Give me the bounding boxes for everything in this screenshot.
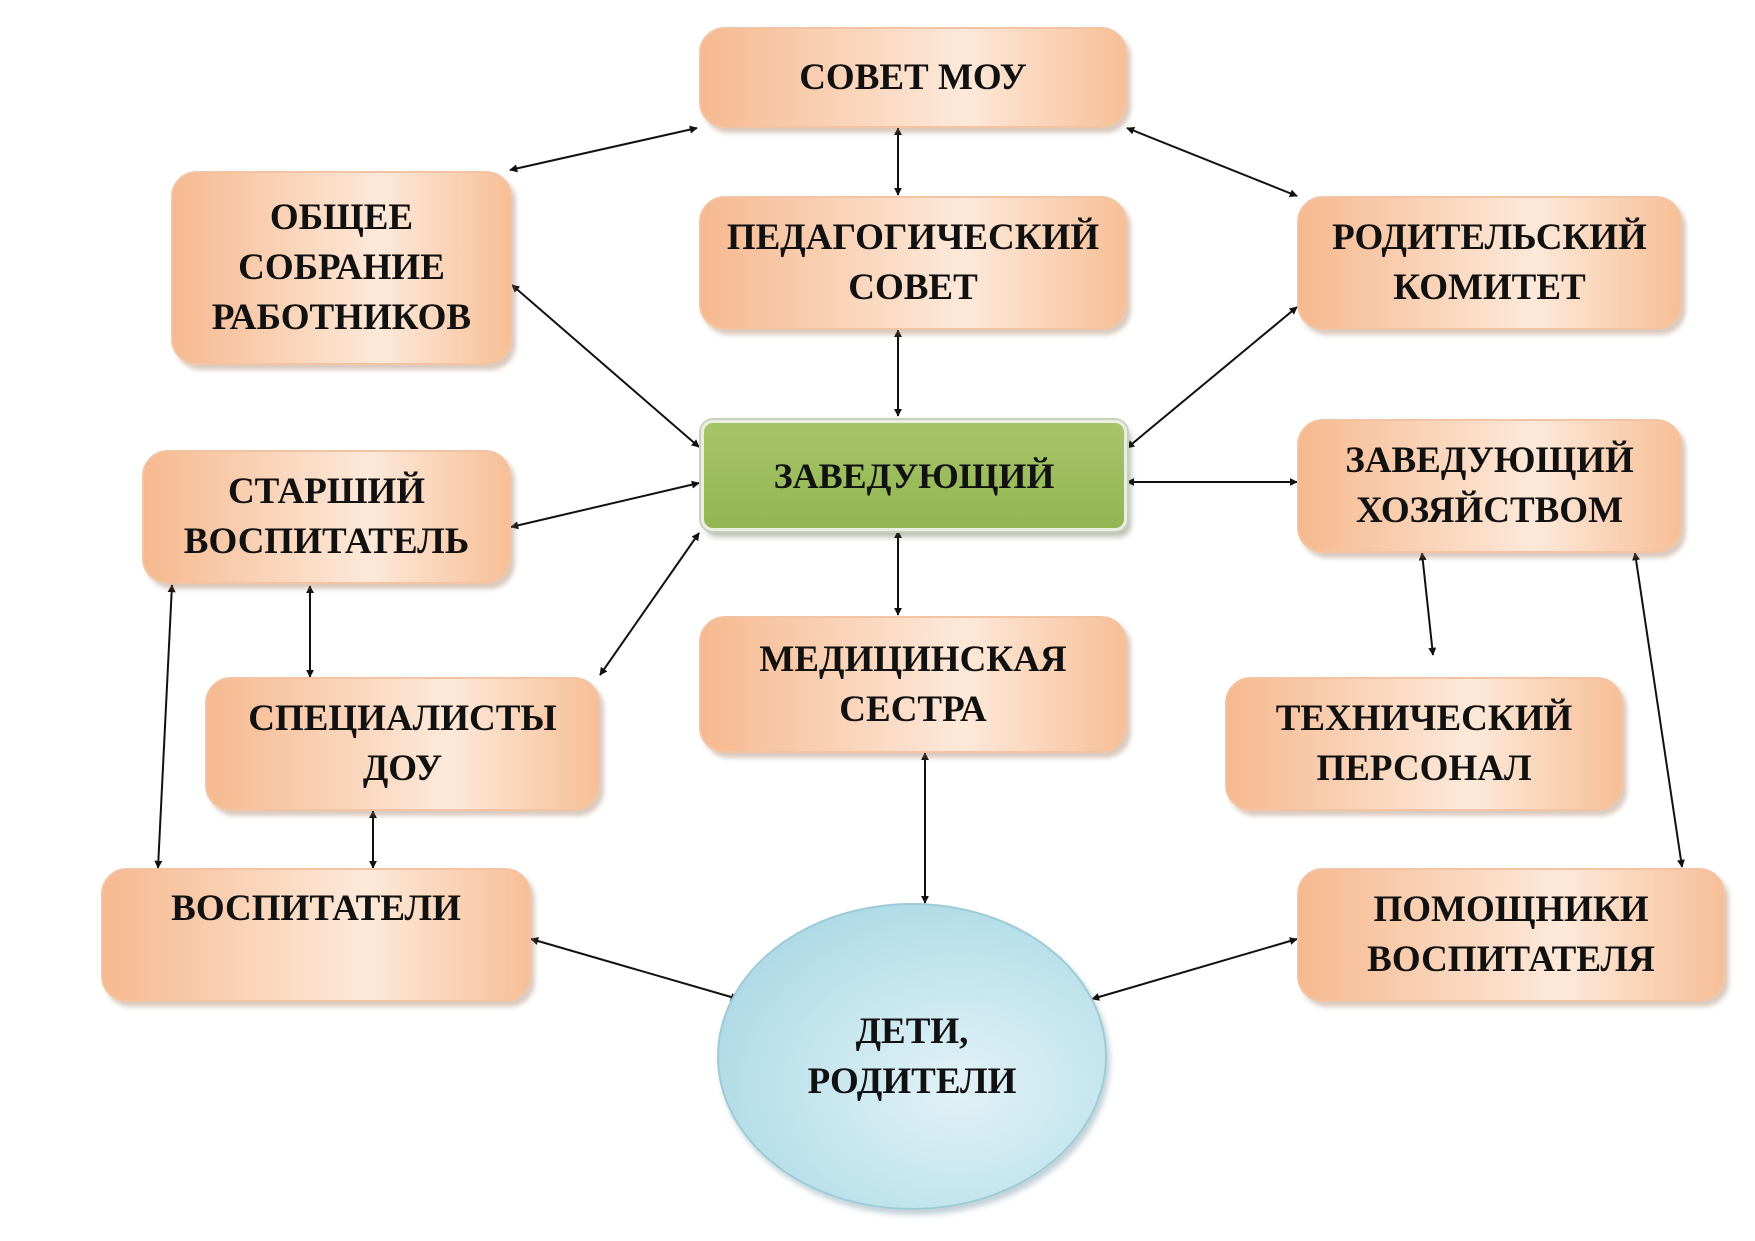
node-deti-roditeli: ДЕТИ, РОДИТЕЛИ	[717, 903, 1107, 1210]
arrow-pomoshchniki-deti	[1091, 937, 1298, 1001]
node-starshiy-vospitatel: СТАРШИЙ ВОСПИТАТЕЛЬ	[142, 450, 511, 584]
node-sovet-mou: СОВЕТ МОУ	[699, 27, 1127, 128]
node-zaveduyushchiy: ЗАВЕДУЮЩИЙ	[701, 420, 1127, 531]
arrow-rodkomitet-zav	[1126, 306, 1298, 449]
node-vospitateli: ВОСПИТАТЕЛИ	[101, 868, 531, 1002]
arrow-zavhoz-pomoshchniki	[1632, 552, 1685, 868]
arrow-sovet-rodkomitet	[1126, 126, 1298, 198]
arrow-zav-spetsialisty	[599, 532, 700, 676]
node-spetsialisty-dou: СПЕЦИАЛИСТЫ ДОУ	[205, 677, 600, 811]
arrow-obshchee-zav	[511, 284, 700, 448]
node-roditelskiy-komitet: РОДИТЕЛЬСКИЙ КОМИТЕТ	[1297, 196, 1682, 330]
arrow-zav-starshiy	[510, 480, 700, 530]
arrow-sovet-obshchee	[509, 125, 698, 173]
node-meditsinskaya-sestra: МЕДИЦИНСКАЯ СЕСТРА	[699, 616, 1127, 753]
node-pedagogicheskiy-sovet: ПЕДАГОГИЧЕСКИЙ СОВЕТ	[699, 196, 1127, 330]
arrow-starshiy-vospitateli	[154, 584, 176, 869]
node-obshchee-sobranie: ОБЩЕЕ СОБРАНИЕ РАБОТНИКОВ	[171, 171, 512, 365]
node-tekhnicheskiy-personal: ТЕХНИЧЕСКИЙ ПЕРСОНАЛ	[1225, 677, 1623, 811]
arrow-vospitateli-deti	[530, 937, 739, 1001]
node-pomoshchniki-vospitatelya: ПОМОЩНИКИ ВОСПИТАТЕЛЯ	[1297, 868, 1725, 1002]
node-zaveduyushchiy-hozyaystvom: ЗАВЕДУЮЩИЙ ХОЗЯЙСТВОМ	[1297, 419, 1682, 553]
arrow-zavhoz-tekh	[1418, 552, 1437, 656]
